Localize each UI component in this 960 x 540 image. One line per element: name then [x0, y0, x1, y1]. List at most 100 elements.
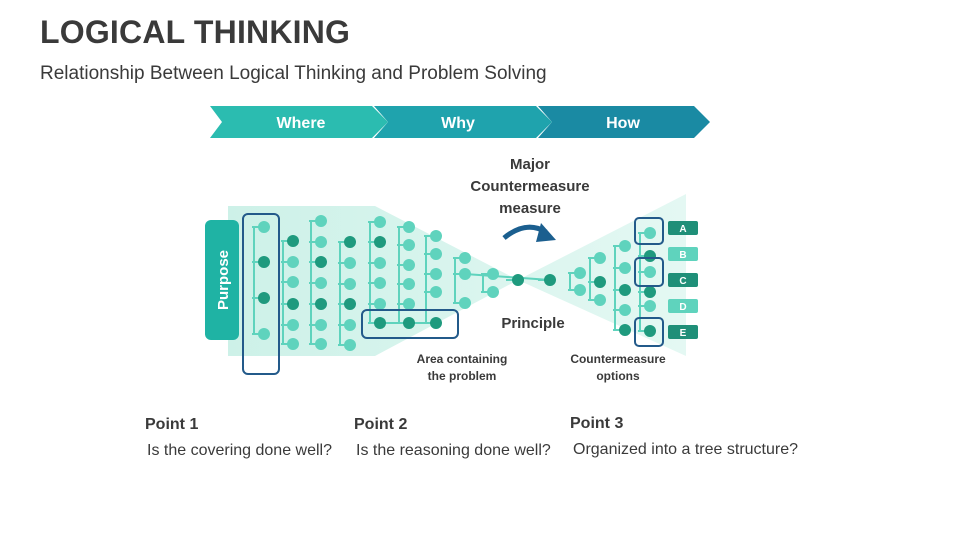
tree-node [344, 257, 356, 269]
tree-node [315, 215, 327, 227]
area-line-1: Area containing [416, 352, 508, 366]
tree-node [287, 338, 299, 350]
badge-b-label: B [679, 250, 686, 261]
tree-node [644, 250, 656, 262]
tree-node [430, 248, 442, 260]
tree-node [459, 268, 471, 280]
tree-node [403, 239, 415, 251]
tree-node [544, 274, 556, 286]
tree-node [594, 252, 606, 264]
tree-node [644, 286, 656, 298]
point-1-text: Is the covering done well? [147, 442, 332, 459]
tree-node [258, 328, 270, 340]
tree-node [344, 298, 356, 310]
tree-node [403, 298, 415, 310]
tree-node [619, 240, 631, 252]
purpose-bar [205, 220, 239, 340]
tree-node [487, 286, 499, 298]
tree-node [258, 256, 270, 268]
tree-node [374, 317, 386, 329]
tree-node [459, 297, 471, 309]
option-box-a [634, 217, 664, 245]
page-subtitle: Relationship Between Logical Thinking an… [40, 63, 547, 84]
tree-node [374, 257, 386, 269]
tree-node [459, 252, 471, 264]
major-countermeasure-label: Major Countermeasure measure [455, 154, 605, 220]
options-line-1: Countermeasure [570, 352, 666, 366]
tree-node [644, 266, 656, 278]
tree-node [315, 236, 327, 248]
point-2-text: Is the reasoning done well? [356, 442, 551, 459]
tree-node [619, 284, 631, 296]
curved-arrow-head [536, 223, 556, 242]
tree-node [374, 298, 386, 310]
tree-node [344, 339, 356, 351]
tree-node [644, 325, 656, 337]
tree-node [374, 216, 386, 228]
area-line-2: the problem [427, 369, 497, 383]
arrow-why-label: Why [441, 115, 475, 132]
tree-node [315, 256, 327, 268]
option-box-bc [634, 257, 664, 287]
tree-node [430, 230, 442, 242]
point-3-text: Organized into a tree structure? [573, 441, 799, 458]
tree-node [403, 317, 415, 329]
option-badges: A B C D E [668, 221, 698, 339]
tree-node [430, 317, 442, 329]
badge-d-label: D [679, 302, 686, 313]
tree-node [287, 256, 299, 268]
point-3-title: Point 3 [570, 415, 624, 432]
tree-node [315, 277, 327, 289]
tree-node [594, 294, 606, 306]
point-2-title: Point 2 [354, 416, 408, 433]
arrow-how-label: How [606, 115, 640, 132]
major-line-2: Countermeasure [470, 178, 590, 195]
tree-node [287, 235, 299, 247]
tree-node [594, 276, 606, 288]
tree-node [430, 286, 442, 298]
tree-node [430, 268, 442, 280]
tree-node [619, 304, 631, 316]
badge-e [668, 325, 698, 339]
tree-node [344, 278, 356, 290]
tree-node [344, 236, 356, 248]
principle-label: Principle [501, 315, 565, 332]
arrow-how [538, 106, 710, 138]
tree-node [315, 338, 327, 350]
major-line-1: Major [509, 156, 550, 173]
point-1-title: Point 1 [145, 416, 199, 433]
badge-e-label: E [680, 328, 687, 339]
badge-a [668, 221, 698, 235]
tree-node [644, 300, 656, 312]
badge-c [668, 273, 698, 287]
covering-highlight-box [242, 213, 280, 375]
badge-b [668, 247, 698, 261]
tree-node [512, 274, 524, 286]
tree-node [403, 221, 415, 233]
tree-node [287, 319, 299, 331]
badge-c-label: C [679, 276, 686, 287]
tree-node [315, 319, 327, 331]
area-containing-label: Area containing the problem [400, 351, 524, 385]
countermeasure-options-label: Countermeasure options [556, 351, 680, 385]
tree-node [287, 276, 299, 288]
tree-node [258, 221, 270, 233]
tree-node [315, 298, 327, 310]
arrow-where-label: Where [277, 115, 326, 132]
connector-link [464, 273, 551, 281]
tree-node [644, 227, 656, 239]
page-title: LOGICAL THINKING [40, 14, 351, 50]
option-box-e [634, 317, 664, 347]
tree-node [574, 284, 586, 296]
tree-node [574, 267, 586, 279]
arrow-where [210, 106, 388, 138]
tree-node [619, 324, 631, 336]
tree-node [403, 278, 415, 290]
tree-node [287, 298, 299, 310]
badge-a-label: A [679, 224, 686, 235]
options-line-2: options [596, 369, 640, 383]
reasoning-highlight-box [361, 309, 459, 339]
tree-node [487, 268, 499, 280]
phase-arrows: Where Why How [210, 106, 710, 138]
